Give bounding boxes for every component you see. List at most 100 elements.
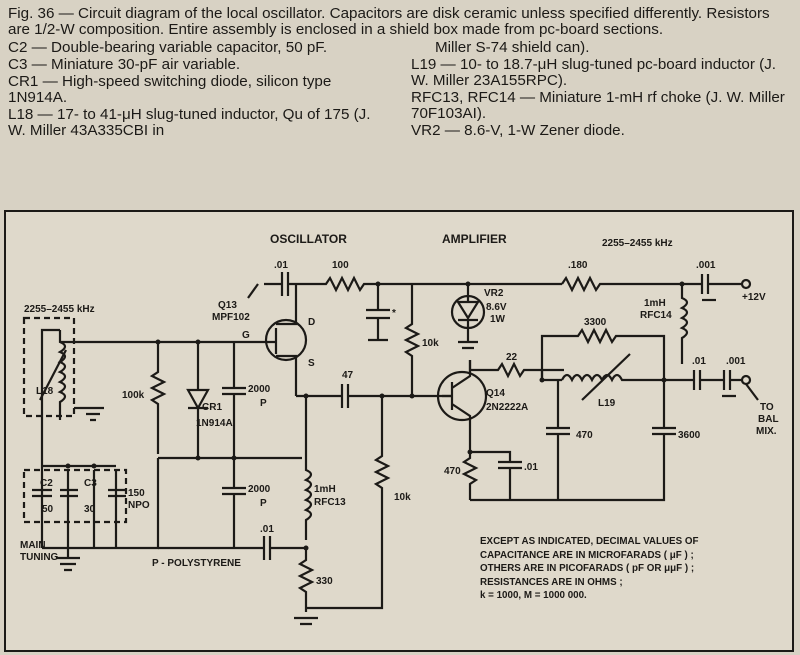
q13-fet [264, 318, 308, 362]
cstar-label: * [392, 308, 396, 319]
q14-leads [442, 360, 472, 440]
pin-g: G [242, 330, 250, 341]
c3-value: 30 [84, 504, 96, 515]
parts-list: C2 — Double-bearing variable capacitor, … [8, 40, 794, 140]
pin-d: D [308, 317, 315, 328]
c01c-label: .01 [692, 356, 706, 367]
c2-value: 50 [42, 504, 54, 515]
c470a-label: 470 [576, 430, 593, 441]
rfc14-label-a: 1mH [644, 298, 666, 309]
l18-coil [57, 330, 67, 420]
to-bal-2: BAL [758, 414, 779, 425]
cap-01-bypass [234, 536, 306, 560]
c2000b-p: P [260, 498, 267, 509]
l18-slug-arrow [39, 349, 67, 401]
c150-label: 150 [128, 488, 145, 499]
pin-s: S [308, 358, 315, 369]
rfc14-label-b: RFC14 [640, 310, 672, 321]
resistor-10k-bias [403, 284, 421, 396]
c2000a-p: P [260, 398, 267, 409]
junction-dot [467, 449, 473, 455]
junction-dot [91, 463, 97, 469]
junction-dot [65, 463, 71, 469]
junction-dot [195, 455, 201, 461]
c2000b-label: 2000 [248, 484, 271, 495]
r3300-label: 3300 [584, 317, 607, 328]
r470-label: 470 [444, 466, 461, 477]
cap-2000-lower [222, 458, 246, 548]
r180-label: .180 [568, 260, 588, 271]
cr1-type: 1N914A [196, 418, 233, 429]
c01d-label: .01 [524, 462, 538, 473]
ground-symbol [247, 283, 259, 299]
part-l19: L19 — 10- to 18.7-μH slug-tuned pc-board… [411, 56, 777, 89]
l18-lead [40, 328, 60, 420]
r10kb-label: 10k [394, 492, 411, 503]
output-coupling-caps [682, 370, 742, 390]
c001b-label: .001 [726, 356, 746, 367]
r100k-label: 100k [122, 390, 145, 401]
vr2-wattage: 1W [490, 314, 506, 325]
part-c3: C3 — Miniature 30-pF air variable. [8, 56, 241, 73]
resistor-100k [149, 342, 167, 454]
parts-list-left: C2 — Double-bearing variable capacitor, … [8, 40, 391, 140]
part-c2: C2 — Double-bearing variable capacitor, … [8, 39, 328, 56]
c01b-label: .01 [260, 524, 274, 535]
vr2-voltage: 8.6V [486, 302, 507, 313]
footnote-line: EXCEPT AS INDICATED, DECIMAL VALUES OF [480, 536, 699, 547]
to-bal-3: MIX. [756, 426, 777, 437]
q13-leads [242, 284, 298, 396]
main-tuning-1: MAIN [20, 540, 46, 551]
cr1-label: CR1 [202, 402, 222, 413]
collector-lead [468, 360, 492, 372]
cap-2000-upper [222, 342, 246, 458]
q14-label: Q14 [486, 388, 505, 399]
resistor-330 [294, 548, 318, 626]
resistor-10k-lower [306, 396, 391, 610]
l19-coil [561, 373, 682, 383]
rfc13-label-b: RFC13 [314, 497, 346, 508]
l18-shield-can [22, 316, 76, 418]
footnote-line: OTHERS ARE IN PICOFARADS ( pF OR μμF ) ; [480, 563, 695, 574]
l19-slug-arrow [581, 353, 631, 401]
footnote-line: RESISTANCES ARE IN OHMS ; [480, 576, 623, 588]
output-ground [722, 383, 759, 401]
schematic-frame: OSCILLATOR AMPLIFIER 2255–2455 kHz L18 1… [4, 210, 794, 652]
c3-label: C3 [84, 478, 97, 489]
resistor-100 [316, 275, 412, 293]
cap-01-emitter [470, 450, 522, 500]
polystyrene-note: P - POLYSTYRENE [152, 558, 241, 569]
c47-label: 47 [342, 370, 354, 381]
q14-type: 2N2222A [486, 402, 528, 413]
cap-001-supply [682, 274, 742, 294]
r100-label: 100 [332, 260, 349, 271]
q14-transistor [436, 370, 488, 422]
l19-input [540, 370, 562, 382]
c2-label: C2 [40, 478, 53, 489]
q13-type: MPF102 [212, 312, 250, 323]
vr2-label: VR2 [484, 288, 504, 299]
part-l18: L18 — 17- to 41-μH slug-tuned inductor, … [8, 106, 371, 139]
l18-label: L18 [36, 386, 54, 397]
r330-label: 330 [316, 576, 333, 587]
output-terminal [740, 374, 752, 386]
figure-caption: Fig. 36 — Circuit diagram of the local o… [8, 6, 794, 140]
main-tuning-2: TUNING [20, 552, 59, 563]
tuning-ground [42, 458, 160, 572]
vr2-symbol [456, 284, 480, 350]
c2000a-label: 2000 [248, 384, 271, 395]
resistor-3300 [540, 327, 666, 380]
ground-symbol [80, 406, 104, 422]
resistor-180 [561, 275, 682, 293]
caption-intro: Fig. 36 — Circuit diagram of the local o… [8, 5, 770, 38]
r22-label: 22 [506, 352, 518, 363]
oscillator-heading: OSCILLATOR [270, 232, 347, 246]
cap-star [366, 284, 390, 342]
amplifier-heading: AMPLIFIER [442, 232, 507, 246]
c3600-label: 3600 [678, 430, 701, 441]
part-rfc: RFC13, RFC14 — Miniature 1-mH rf choke (… [411, 89, 785, 122]
tuning-gang-box [22, 468, 128, 524]
c150-npo: NPO [128, 500, 150, 511]
part-vr2: VR2 — 8.6-V, 1-W Zener diode. [411, 122, 625, 139]
cap-47-line [296, 384, 452, 408]
